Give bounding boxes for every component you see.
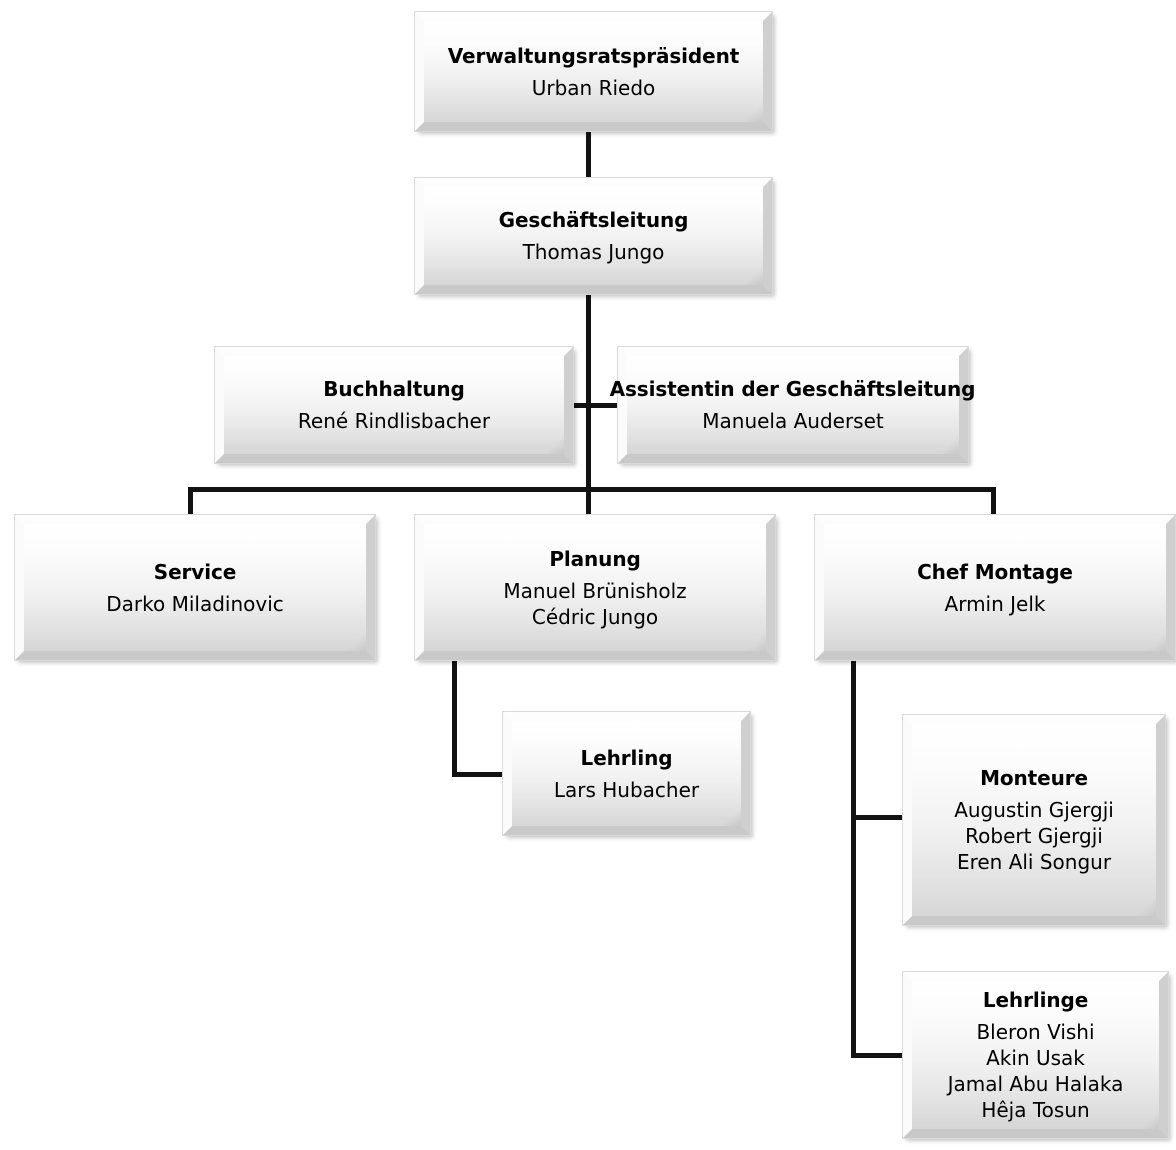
node-lehrling[interactable]: Lehrling Lars Hubacher <box>503 712 750 835</box>
node-person: Jamal Abu Halaka <box>947 1072 1124 1096</box>
connector-drop-service <box>188 487 193 517</box>
node-title: Service <box>153 559 237 584</box>
node-service[interactable]: Service Darko Miladinovic <box>15 515 375 660</box>
node-person: Armin Jelk <box>944 591 1046 616</box>
node-person: Bleron Vishi <box>976 1020 1095 1044</box>
node-title: Verwaltungsratspräsident <box>447 43 740 68</box>
connector-planung-to-lehrling <box>452 772 507 777</box>
connector-montage-to-monteure <box>851 815 907 820</box>
node-person: Manuela Auderset <box>702 409 884 433</box>
node-person: Manuel Brünisholz <box>503 578 687 603</box>
node-chef-montage[interactable]: Chef Montage Armin Jelk <box>815 515 1175 660</box>
connector-montage-to-lehrlinge <box>851 1053 907 1058</box>
connector-drop-planung <box>586 487 591 517</box>
node-title: Geschäftsleitung <box>498 208 689 232</box>
node-title: Monteure <box>980 766 1088 790</box>
node-person: René Rindlisbacher <box>297 409 491 433</box>
node-title: Assistentin der Geschäftsleitung <box>609 377 976 401</box>
node-person: Lars Hubacher <box>553 777 700 802</box>
node-planung[interactable]: Planung Manuel Brünisholz Cédric Jungo <box>415 515 775 660</box>
node-title: Chef Montage <box>917 559 1073 584</box>
connector-planung-drop <box>452 658 457 777</box>
node-verwaltungsratspraesident[interactable]: Verwaltungsratspräsident Urban Riedo <box>415 12 772 131</box>
node-person: Urban Riedo <box>531 75 656 100</box>
node-title: Lehrling <box>580 745 673 770</box>
node-geschaeftsleitung[interactable]: Geschäftsleitung Thomas Jungo <box>415 178 772 294</box>
node-person: Augustin Gjergji <box>954 798 1114 822</box>
connector-vrp-to-gl <box>586 131 591 180</box>
node-person: Robert Gjergji <box>965 824 1103 848</box>
connector-stub-buchhaltung <box>567 403 589 408</box>
node-person: Thomas Jungo <box>522 240 665 264</box>
node-person: Hêja Tosun <box>981 1098 1090 1122</box>
connector-stub-assistentin <box>586 403 621 408</box>
connector-montage-drop <box>851 658 856 1058</box>
connector-bus-row3 <box>188 487 996 492</box>
node-person: Cédric Jungo <box>531 604 659 629</box>
node-assistentin-der-geschaeftsleitung[interactable]: Assistentin der Geschäftsleitung Manuela… <box>610 347 976 463</box>
node-title: Buchhaltung <box>323 377 465 401</box>
node-title: Planung <box>549 546 641 571</box>
node-person: Darko Miladinovic <box>106 591 284 616</box>
node-person: Akin Usak <box>986 1046 1085 1070</box>
connector-gl-trunk <box>586 294 591 492</box>
connector-drop-montage <box>991 487 996 517</box>
node-buchhaltung[interactable]: Buchhaltung René Rindlisbacher <box>215 347 573 463</box>
node-lehrlinge[interactable]: Lehrlinge Bleron Vishi Akin Usak Jamal A… <box>903 972 1168 1138</box>
node-monteure[interactable]: Monteure Augustin Gjergji Robert Gjergji… <box>903 715 1165 925</box>
node-person: Eren Ali Songur <box>956 850 1112 874</box>
node-title: Lehrlinge <box>982 988 1089 1012</box>
